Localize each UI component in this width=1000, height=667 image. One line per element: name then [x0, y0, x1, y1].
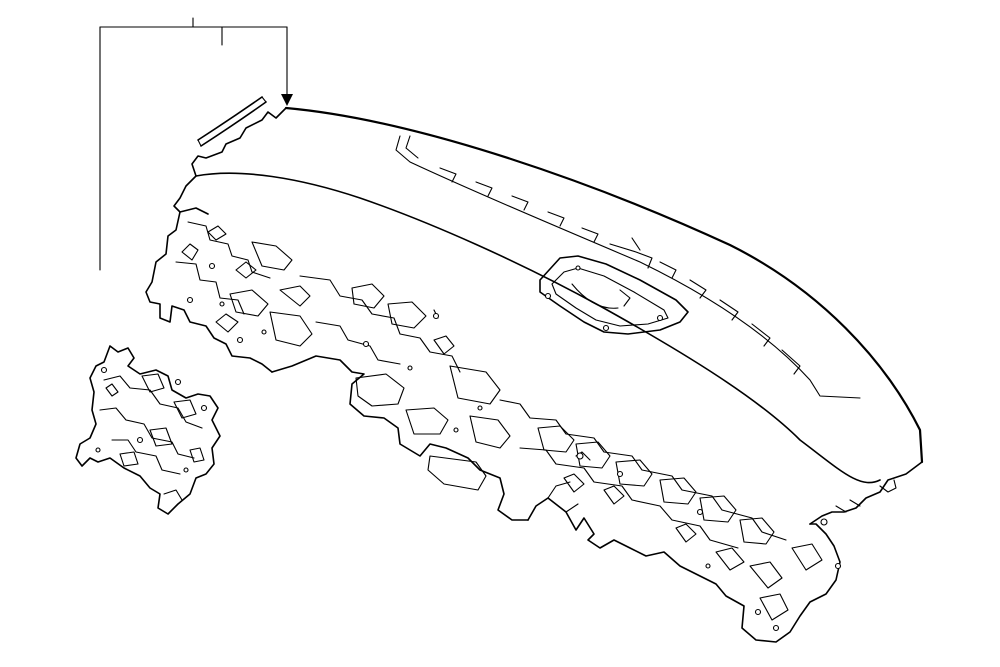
lower-frame-middle — [271, 275, 529, 521]
center-display-opening — [539, 255, 689, 335]
lower-frame-right — [499, 399, 842, 643]
instrument-panel-assembly — [145, 106, 924, 643]
side-mounting-bracket — [75, 345, 221, 515]
defroster-nozzle-strip — [197, 96, 267, 147]
lower-frame-left — [145, 211, 313, 373]
defroster-vent-slots — [439, 167, 801, 375]
callout-leader — [99, 17, 293, 271]
callout-arrowhead — [281, 94, 293, 106]
